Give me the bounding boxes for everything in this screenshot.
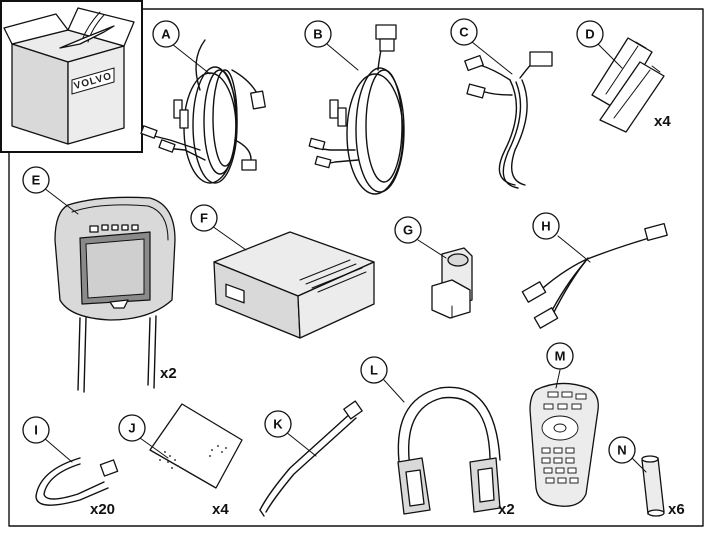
cylinder-n (641, 455, 665, 517)
callout-letter-c: C (459, 25, 469, 40)
qty-label-e: x2 (160, 365, 177, 382)
callout-h: H (532, 212, 560, 240)
cable-tie-k (259, 400, 363, 517)
callout-letter-b: B (313, 27, 322, 42)
callout-j: J (118, 414, 146, 442)
callout-letter-a: A (161, 27, 171, 42)
callout-letter-h: H (541, 219, 550, 234)
callout-n: N (608, 436, 636, 464)
callout-letter-f: F (200, 211, 208, 226)
cleaning-sheet-j (149, 403, 243, 489)
connector-g (431, 247, 473, 319)
callout-b: B (304, 20, 332, 48)
callout-leaders (43, 41, 647, 473)
headrest-e (54, 196, 176, 393)
qty-label-l: x2 (498, 501, 515, 518)
callout-d: D (576, 20, 604, 48)
cable-tie-i (35, 457, 119, 506)
callout-f: F (190, 204, 218, 232)
callout-letter-i: I (34, 423, 38, 438)
box-icon: VOLVO (3, 7, 135, 145)
splitter-cable-h (521, 222, 668, 329)
callout-l: L (360, 356, 388, 384)
headphones-l (397, 386, 501, 515)
callout-letter-g: G (403, 223, 413, 238)
qty-label-i: x20 (90, 501, 115, 518)
callout-a: A (152, 20, 180, 48)
callout-i: I (22, 416, 50, 444)
callout-m: M (546, 342, 574, 370)
inset-frame (0, 0, 143, 153)
qty-label-d: x4 (654, 113, 671, 130)
cable-c (464, 51, 553, 189)
callout-letter-k: K (273, 417, 283, 432)
cable-harness-b (308, 24, 405, 195)
qty-label-n: x6 (668, 501, 685, 518)
clip-d (591, 37, 665, 133)
callout-letter-e: E (32, 173, 41, 188)
cable-harness-a (140, 39, 266, 184)
callout-c: C (450, 18, 478, 46)
callout-e: E (22, 166, 50, 194)
callout-letter-d: D (585, 27, 594, 42)
remote-control-m (529, 382, 599, 507)
callout-letter-l: L (370, 363, 378, 378)
control-unit-f (213, 231, 375, 339)
callout-letter-m: M (555, 349, 566, 364)
callout-k: K (264, 410, 292, 438)
callout-g: G (394, 216, 422, 244)
qty-label-j: x4 (212, 501, 229, 518)
callout-letter-j: J (128, 421, 135, 436)
callout-letter-n: N (617, 443, 626, 458)
